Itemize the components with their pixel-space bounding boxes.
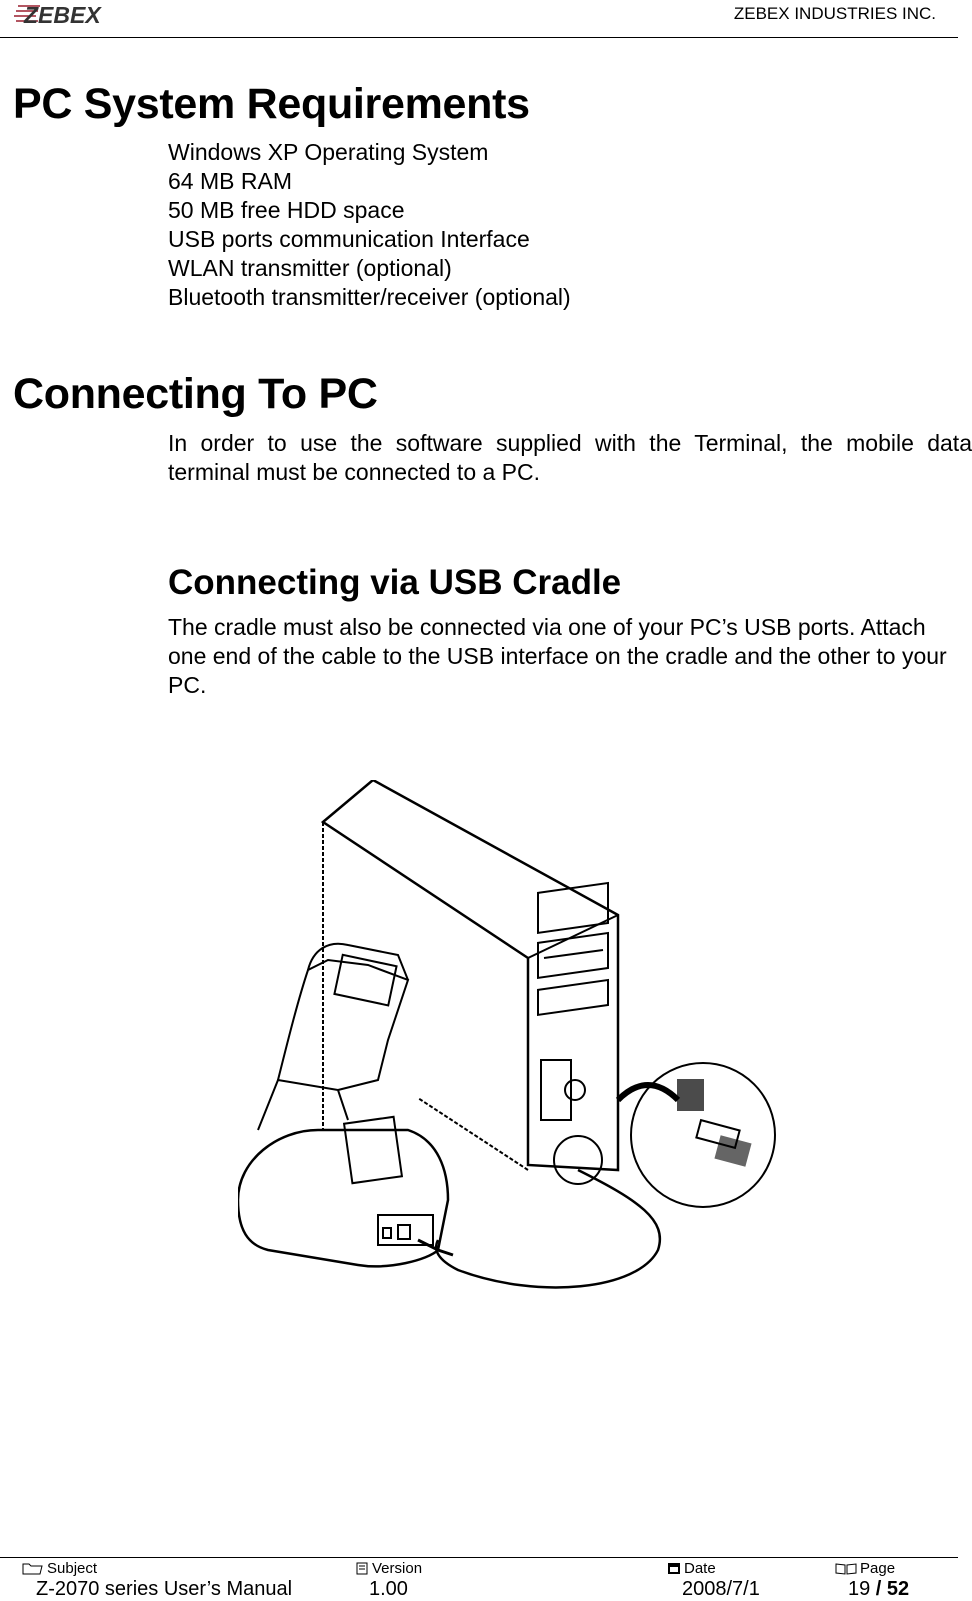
- footer-version: Version 1.00: [355, 1560, 422, 1601]
- calendar-icon: [668, 1563, 680, 1574]
- list-item: 50 MB free HDD space: [168, 197, 405, 223]
- page-separator: /: [870, 1578, 887, 1600]
- page-number: 19 / 52: [848, 1578, 909, 1601]
- company-name: ZEBEX INDUSTRIES INC.: [733, 4, 936, 23]
- subject-value: Z-2070 series User’s Manual: [36, 1578, 293, 1600]
- footer-subject: Subject Z-2070 series User’s Manual: [22, 1560, 292, 1601]
- list-item: USB ports communication Interface: [168, 226, 530, 252]
- list-item: WLAN transmitter (optional): [168, 255, 452, 281]
- page-current: 19: [848, 1578, 871, 1600]
- zebex-logo-icon: ZEBEX: [14, 2, 102, 26]
- page-label: Page: [860, 1560, 896, 1577]
- page-header: ZEBEX ZEBEX INDUSTRIES INC.: [0, 0, 958, 38]
- book-icon: [835, 1563, 857, 1575]
- usb-cradle-paragraph: The cradle must also be connected via on…: [168, 614, 947, 698]
- svg-text:ZEBEX: ZEBEX: [23, 2, 102, 26]
- list-item: Windows XP Operating System: [168, 139, 489, 165]
- date-label: Date: [684, 1560, 716, 1577]
- heading-pc-requirements: PC System Requirements: [13, 80, 530, 128]
- heading-usb-cradle: Connecting via USB Cradle: [168, 563, 622, 602]
- heading-connecting-to-pc: Connecting To PC: [13, 370, 378, 418]
- usb-cradle-pc-connection-illustration-icon: [238, 780, 776, 1289]
- date-value: 2008/7/1: [682, 1578, 760, 1600]
- version-label: Version: [372, 1560, 423, 1577]
- page-footer: Subject Z-2070 series User’s Manual Vers…: [0, 1557, 958, 1601]
- version-value: 1.00: [369, 1578, 408, 1600]
- list-item: Bluetooth transmitter/receiver (optional…: [168, 284, 571, 310]
- folder-icon: [22, 1563, 43, 1575]
- list-item: 64 MB RAM: [168, 168, 292, 194]
- footer-date: Date 2008/7/1: [667, 1560, 760, 1601]
- footer-page: Page 19 / 52: [835, 1560, 909, 1601]
- subject-label: Subject: [47, 1560, 98, 1577]
- page-total: 52: [886, 1578, 910, 1600]
- document-icon: [356, 1562, 368, 1575]
- requirements-list: Windows XP Operating System 64 MB RAM 50…: [168, 138, 571, 312]
- connecting-paragraph: In order to use the software supplied wi…: [168, 430, 972, 485]
